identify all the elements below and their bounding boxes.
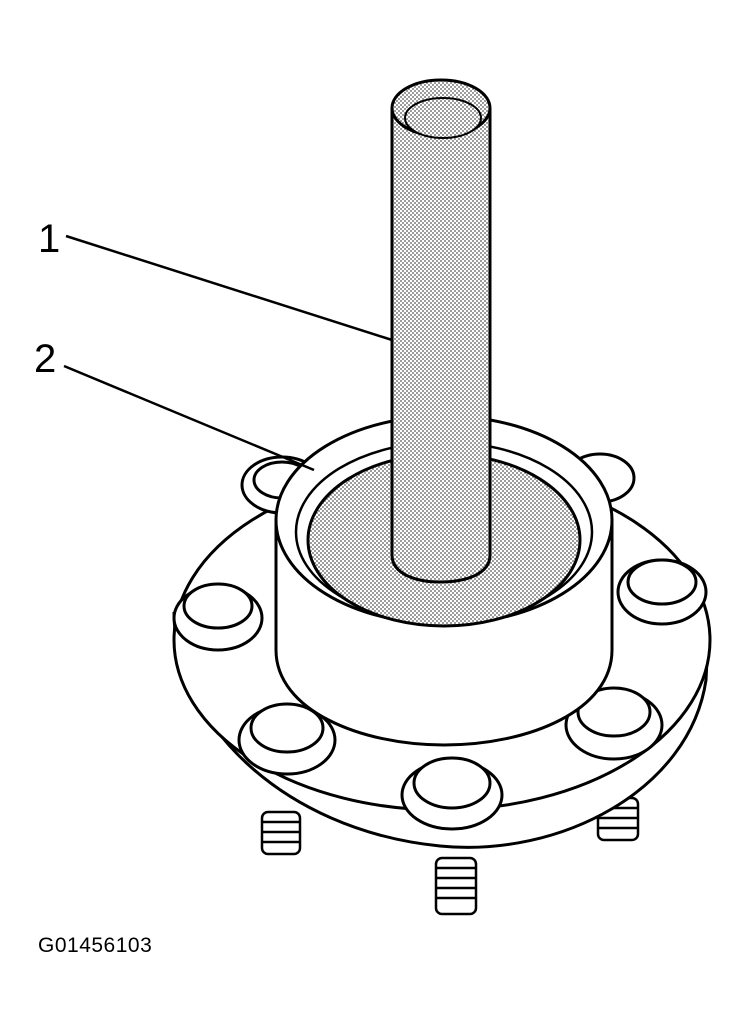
callout-1-number: 1 [38, 217, 60, 261]
lug-boss-5 [237, 702, 337, 776]
wheel-studs [260, 796, 640, 916]
stud-left [260, 810, 302, 856]
lug-boss-4 [616, 558, 708, 626]
stud-center [434, 856, 478, 916]
callout-2-leader [63, 364, 315, 472]
lug-boss-3 [172, 582, 264, 652]
callout-1-leader [65, 234, 393, 342]
tool-shaft-top-face [404, 97, 482, 139]
lug-boss-6 [564, 686, 664, 761]
callout-2-number: 2 [34, 337, 56, 381]
figure-code: G01456103 [38, 934, 153, 957]
lug-boss-7 [400, 756, 504, 831]
tool-shaft [390, 108, 492, 584]
